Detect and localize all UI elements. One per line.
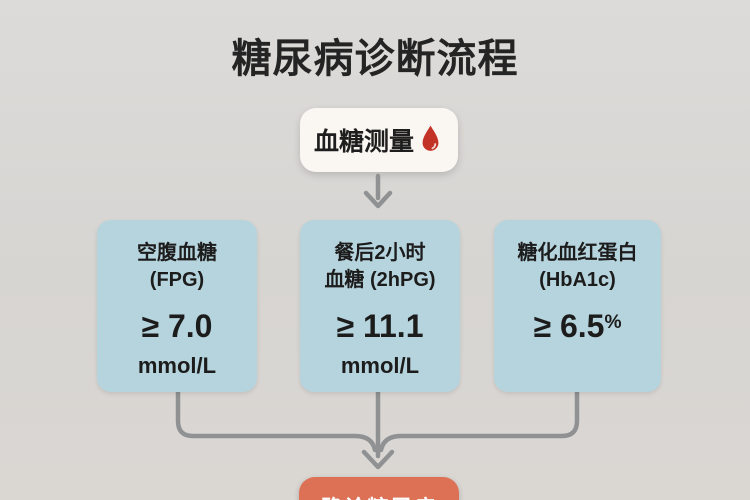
criterion-name: 空腹血糖 (FPG) bbox=[97, 240, 257, 294]
criterion-name-line2: 血糖 (2hPG) bbox=[324, 269, 436, 291]
criterion-box-fpg: 空腹血糖 (FPG) ≥ 7.0 mmol/L bbox=[97, 220, 257, 392]
criterion-threshold: ≥ 11.1 bbox=[300, 309, 460, 349]
criterion-name: 糖化血红蛋白 (HbA1c) bbox=[494, 240, 661, 294]
page-title: 糖尿病诊断流程 bbox=[231, 37, 519, 81]
start-node-label: 血糖测量 bbox=[313, 128, 414, 156]
criterion-unit: mmol/L bbox=[340, 353, 420, 378]
criterion-name-line2: (FPG) bbox=[149, 269, 205, 291]
connector-hba1c-to-merge bbox=[378, 389, 580, 453]
result-label: 确诊糖尿病 bbox=[322, 492, 437, 500]
result-node-diagnosis: 确诊糖尿病 bbox=[299, 477, 459, 500]
connector-fpg-to-merge bbox=[175, 389, 378, 453]
criterion-threshold: ≥ 7.0 bbox=[97, 309, 257, 349]
blood-drop-icon bbox=[417, 124, 444, 157]
criterion-name-line1: 糖化血红蛋白 bbox=[517, 242, 638, 264]
threshold-suffix: % bbox=[604, 312, 622, 334]
criterion-box-hba1c: 糖化血红蛋白 (HbA1c) ≥ 6.5% bbox=[494, 220, 661, 392]
criterion-box-2hpg: 餐后2小时 血糖 (2hPG) ≥ 11.1 mmol/L bbox=[300, 220, 460, 392]
arrowhead-merge-to-result bbox=[361, 449, 395, 470]
threshold-value: ≥ 7.0 bbox=[141, 308, 213, 344]
start-node-blood-glucose-measurement: 血糖测量 bbox=[300, 108, 458, 172]
arrowhead-start-to-criteria bbox=[363, 190, 393, 209]
criterion-threshold: ≥ 6.5% bbox=[494, 309, 661, 349]
criterion-name-line2: (HbA1c) bbox=[539, 269, 616, 291]
threshold-value: ≥ 11.1 bbox=[336, 308, 424, 344]
criterion-name: 餐后2小时 血糖 (2hPG) bbox=[300, 240, 460, 294]
threshold-value: ≥ 6.5 bbox=[533, 308, 605, 344]
criterion-name-line1: 餐后2小时 bbox=[334, 242, 426, 264]
criterion-name-line1: 空腹血糖 bbox=[137, 242, 217, 264]
criterion-unit: mmol/L bbox=[137, 353, 217, 378]
